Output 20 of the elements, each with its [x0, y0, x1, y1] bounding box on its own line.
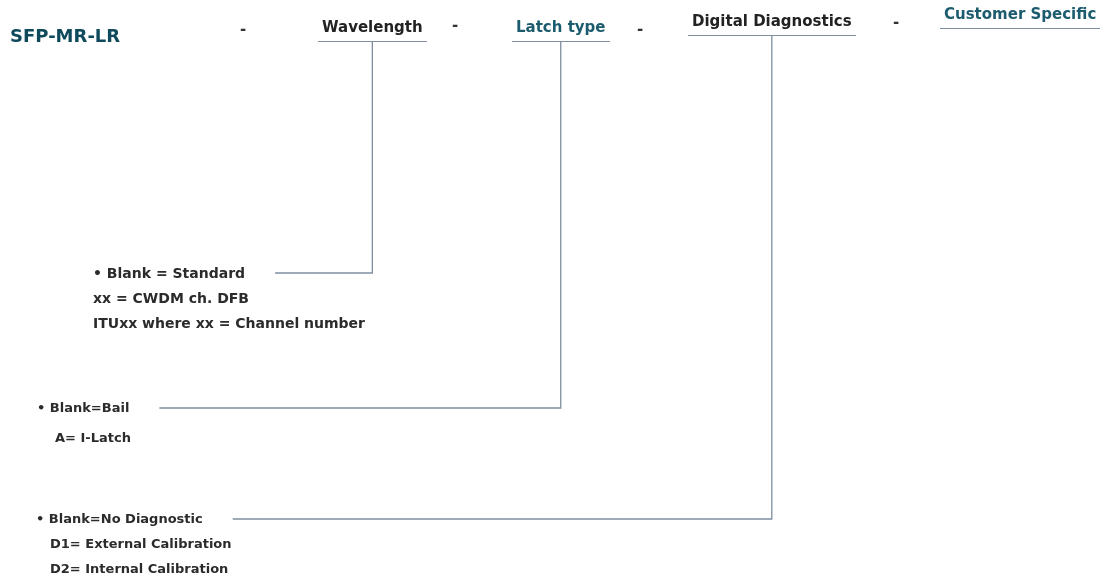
- option-text: D1= External Calibration: [50, 535, 232, 553]
- field-heading: Wavelength: [318, 18, 427, 42]
- connector-line: [232, 35, 773, 520]
- separator-dash: -: [452, 16, 459, 34]
- option-text: ITUxx where xx = Channel number: [93, 314, 365, 332]
- option-text: A= I-Latch: [55, 429, 131, 447]
- field-heading: Digital Diagnostics: [688, 12, 856, 36]
- field-heading: Latch type: [512, 18, 610, 42]
- separator-dash: -: [637, 20, 644, 38]
- option-text: D2= Internal Calibration: [50, 560, 229, 578]
- model-code: SFP-MR-LR: [10, 25, 121, 46]
- option-text: • Blank = Standard: [93, 264, 246, 282]
- option-text: xx = CWDM ch. DFB: [93, 289, 249, 307]
- separator-dash: -: [893, 13, 900, 31]
- field-heading: Customer Specific: [940, 5, 1101, 29]
- option-text: • Blank=No Diagnostic: [36, 510, 203, 528]
- connector-line: [158, 41, 562, 409]
- separator-dash: -: [240, 20, 247, 38]
- connector-line: [274, 41, 373, 274]
- option-text: • Blank=Bail: [37, 399, 130, 417]
